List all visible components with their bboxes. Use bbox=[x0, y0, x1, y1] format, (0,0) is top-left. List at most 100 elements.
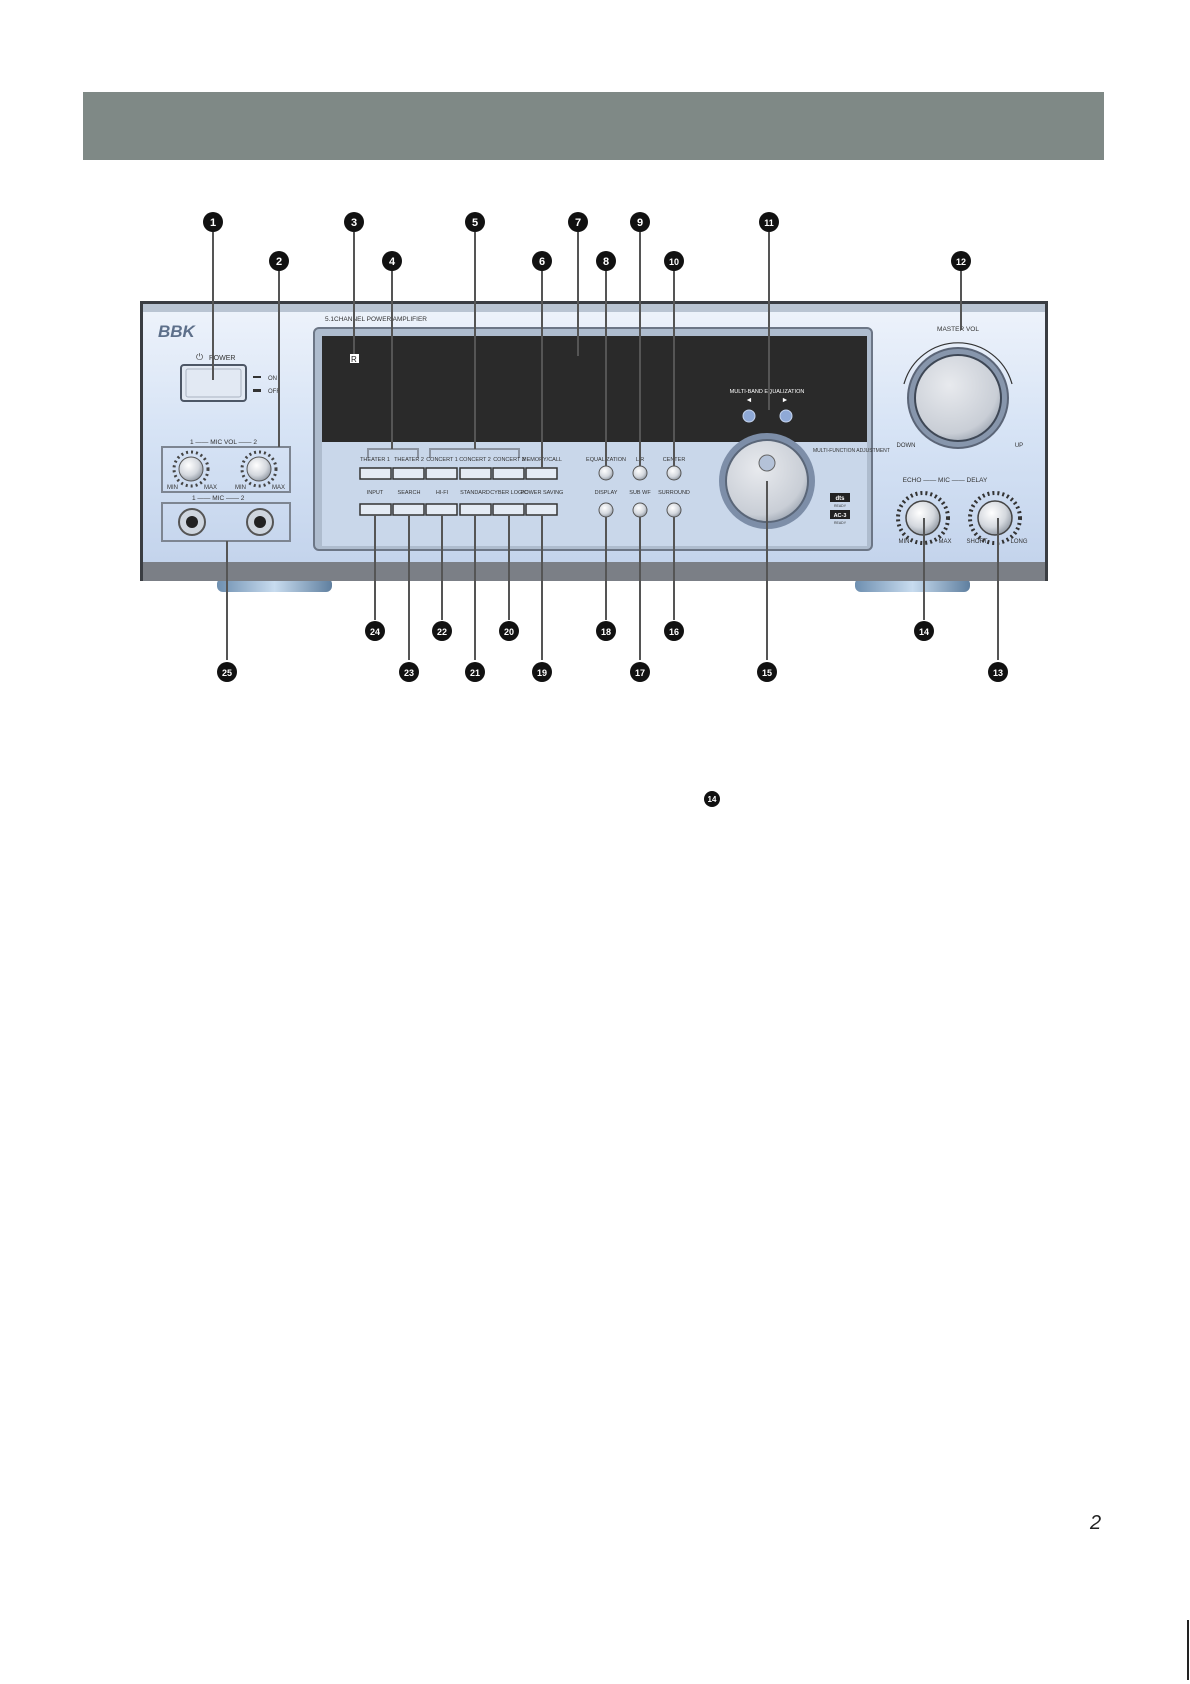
label-concert1: CONCERT 1 bbox=[426, 457, 458, 463]
mic2-volume-knob[interactable] bbox=[246, 456, 272, 482]
callout-17 bbox=[630, 662, 650, 682]
callout-13 bbox=[988, 662, 1008, 682]
label-theater2: THEATER 2 bbox=[394, 457, 424, 463]
callout-10 bbox=[664, 251, 684, 271]
standard-button[interactable] bbox=[459, 503, 492, 516]
multifunction-label: MULTI-FUNCTION ADJUSTMENT bbox=[813, 448, 890, 454]
callout-4-number: 4 bbox=[389, 256, 396, 268]
memory-call-button[interactable] bbox=[525, 467, 558, 480]
eq-left-arrow-icon: ◄ bbox=[746, 397, 753, 404]
theater2-button[interactable] bbox=[392, 467, 425, 480]
concert2-button[interactable] bbox=[459, 467, 492, 480]
lr-button[interactable] bbox=[632, 465, 648, 481]
right-foot bbox=[855, 578, 970, 592]
callout-15 bbox=[757, 662, 777, 682]
callout-19 bbox=[532, 662, 552, 682]
power-off-indicator-icon bbox=[253, 389, 261, 392]
mic2-min-label: MIN bbox=[235, 485, 246, 491]
callout-23 bbox=[399, 662, 419, 682]
equalization-button[interactable] bbox=[598, 465, 614, 481]
callout-6-number: 6 bbox=[539, 256, 545, 268]
callout-1 bbox=[203, 212, 223, 232]
callout-16-number: 16 bbox=[669, 627, 679, 637]
ac3-logo-text: AC-3 bbox=[834, 513, 847, 519]
callout-21 bbox=[465, 662, 485, 682]
search-button[interactable] bbox=[392, 503, 425, 516]
eq-right-arrow-icon: ► bbox=[782, 397, 789, 404]
callout-2 bbox=[269, 251, 289, 271]
callout-19-number: 19 bbox=[537, 668, 547, 678]
callout-13-number: 13 bbox=[993, 668, 1003, 678]
master-vol-label: MASTER VOL bbox=[937, 326, 979, 333]
center-button[interactable] bbox=[666, 465, 682, 481]
display-button[interactable] bbox=[598, 502, 614, 518]
remote-sensor-window bbox=[350, 354, 359, 363]
power-label: POWER bbox=[209, 355, 235, 362]
display-window bbox=[322, 336, 867, 442]
power-on-indicator-icon bbox=[253, 376, 261, 378]
surround-button[interactable] bbox=[666, 502, 682, 518]
callout-5-number: 5 bbox=[472, 217, 478, 229]
mic-vol-frame bbox=[161, 446, 291, 493]
callout-markers: 1 2 3 4 5 6 7 8 9 10 11 12 13 14 15 16 1… bbox=[203, 212, 1008, 682]
callout-12-number: 12 bbox=[956, 257, 966, 267]
power-on-label: ON bbox=[268, 376, 277, 382]
callout-21-number: 21 bbox=[470, 668, 480, 678]
label-cyber-logic: CYBER LOGIC bbox=[490, 490, 528, 496]
callout-24 bbox=[365, 621, 385, 641]
inline-callout-marker: 14 bbox=[704, 791, 720, 807]
left-foot bbox=[217, 578, 332, 592]
concert1-button[interactable] bbox=[425, 467, 458, 480]
label-display: DISPLAY bbox=[595, 490, 618, 496]
callout-22-number: 22 bbox=[437, 627, 447, 637]
label-concert2: CONCERT 2 bbox=[459, 457, 491, 463]
concert3-button[interactable] bbox=[492, 467, 525, 480]
label-standard: STANDARD bbox=[460, 490, 490, 496]
section-header-bar bbox=[83, 92, 1104, 160]
page-edge-mark bbox=[1187, 1620, 1189, 1680]
brand-logo: BBK bbox=[158, 322, 197, 341]
eq-left-button[interactable] bbox=[742, 409, 756, 423]
eq-right-button[interactable] bbox=[779, 409, 793, 423]
sub-wf-button[interactable] bbox=[632, 502, 648, 518]
echo-delay-label: ECHO —— MIC —— DELAY bbox=[903, 477, 988, 484]
callout-10-number: 10 bbox=[669, 257, 679, 267]
delay-knob[interactable] bbox=[977, 500, 1013, 536]
input-button[interactable] bbox=[359, 503, 392, 516]
cyber-logic-button[interactable] bbox=[492, 503, 525, 516]
label-input: INPUT bbox=[367, 490, 384, 496]
label-theater1: THEATER 1 bbox=[360, 457, 390, 463]
delay-short-label: SHORT bbox=[967, 539, 988, 545]
callout-20-number: 20 bbox=[504, 627, 514, 637]
callout-7 bbox=[568, 212, 588, 232]
callout-3 bbox=[344, 212, 364, 232]
callout-20 bbox=[499, 621, 519, 641]
theater1-button[interactable] bbox=[359, 467, 392, 480]
label-hi-fi: HI-FI bbox=[436, 490, 449, 496]
label-power-saving: POWER SAVING bbox=[521, 490, 564, 496]
dts-logo-text: dts bbox=[836, 496, 846, 502]
callout-25 bbox=[217, 662, 237, 682]
callout-11 bbox=[759, 212, 779, 232]
mic2-max-label: MAX bbox=[272, 485, 285, 491]
master-volume-knob[interactable] bbox=[914, 354, 1002, 442]
callout-5 bbox=[465, 212, 485, 232]
callout-9 bbox=[630, 212, 650, 232]
label-search: SEARCH bbox=[398, 490, 421, 496]
callout-18-number: 18 bbox=[601, 627, 611, 637]
callout-7-number: 7 bbox=[575, 217, 581, 229]
callout-8 bbox=[596, 251, 616, 271]
callout-leader-lines bbox=[212, 232, 999, 660]
label-surround: SURROUND bbox=[658, 490, 690, 496]
dts-ready-text: READY bbox=[834, 504, 847, 508]
echo-min-label: MIN bbox=[899, 539, 910, 545]
power-saving-button[interactable] bbox=[525, 503, 558, 516]
mic1-volume-knob[interactable] bbox=[178, 456, 204, 482]
mic1-min-label: MIN bbox=[167, 485, 178, 491]
callout-23-number: 23 bbox=[404, 668, 414, 678]
callout-16 bbox=[664, 621, 684, 641]
label-concert3: CONCERT 3 bbox=[493, 457, 525, 463]
hi-fi-button[interactable] bbox=[425, 503, 458, 516]
mode-buttons-top: THEATER 1 THEATER 2 CONCERT 1 CONCERT 2 … bbox=[359, 457, 562, 480]
callout-18 bbox=[596, 621, 616, 641]
